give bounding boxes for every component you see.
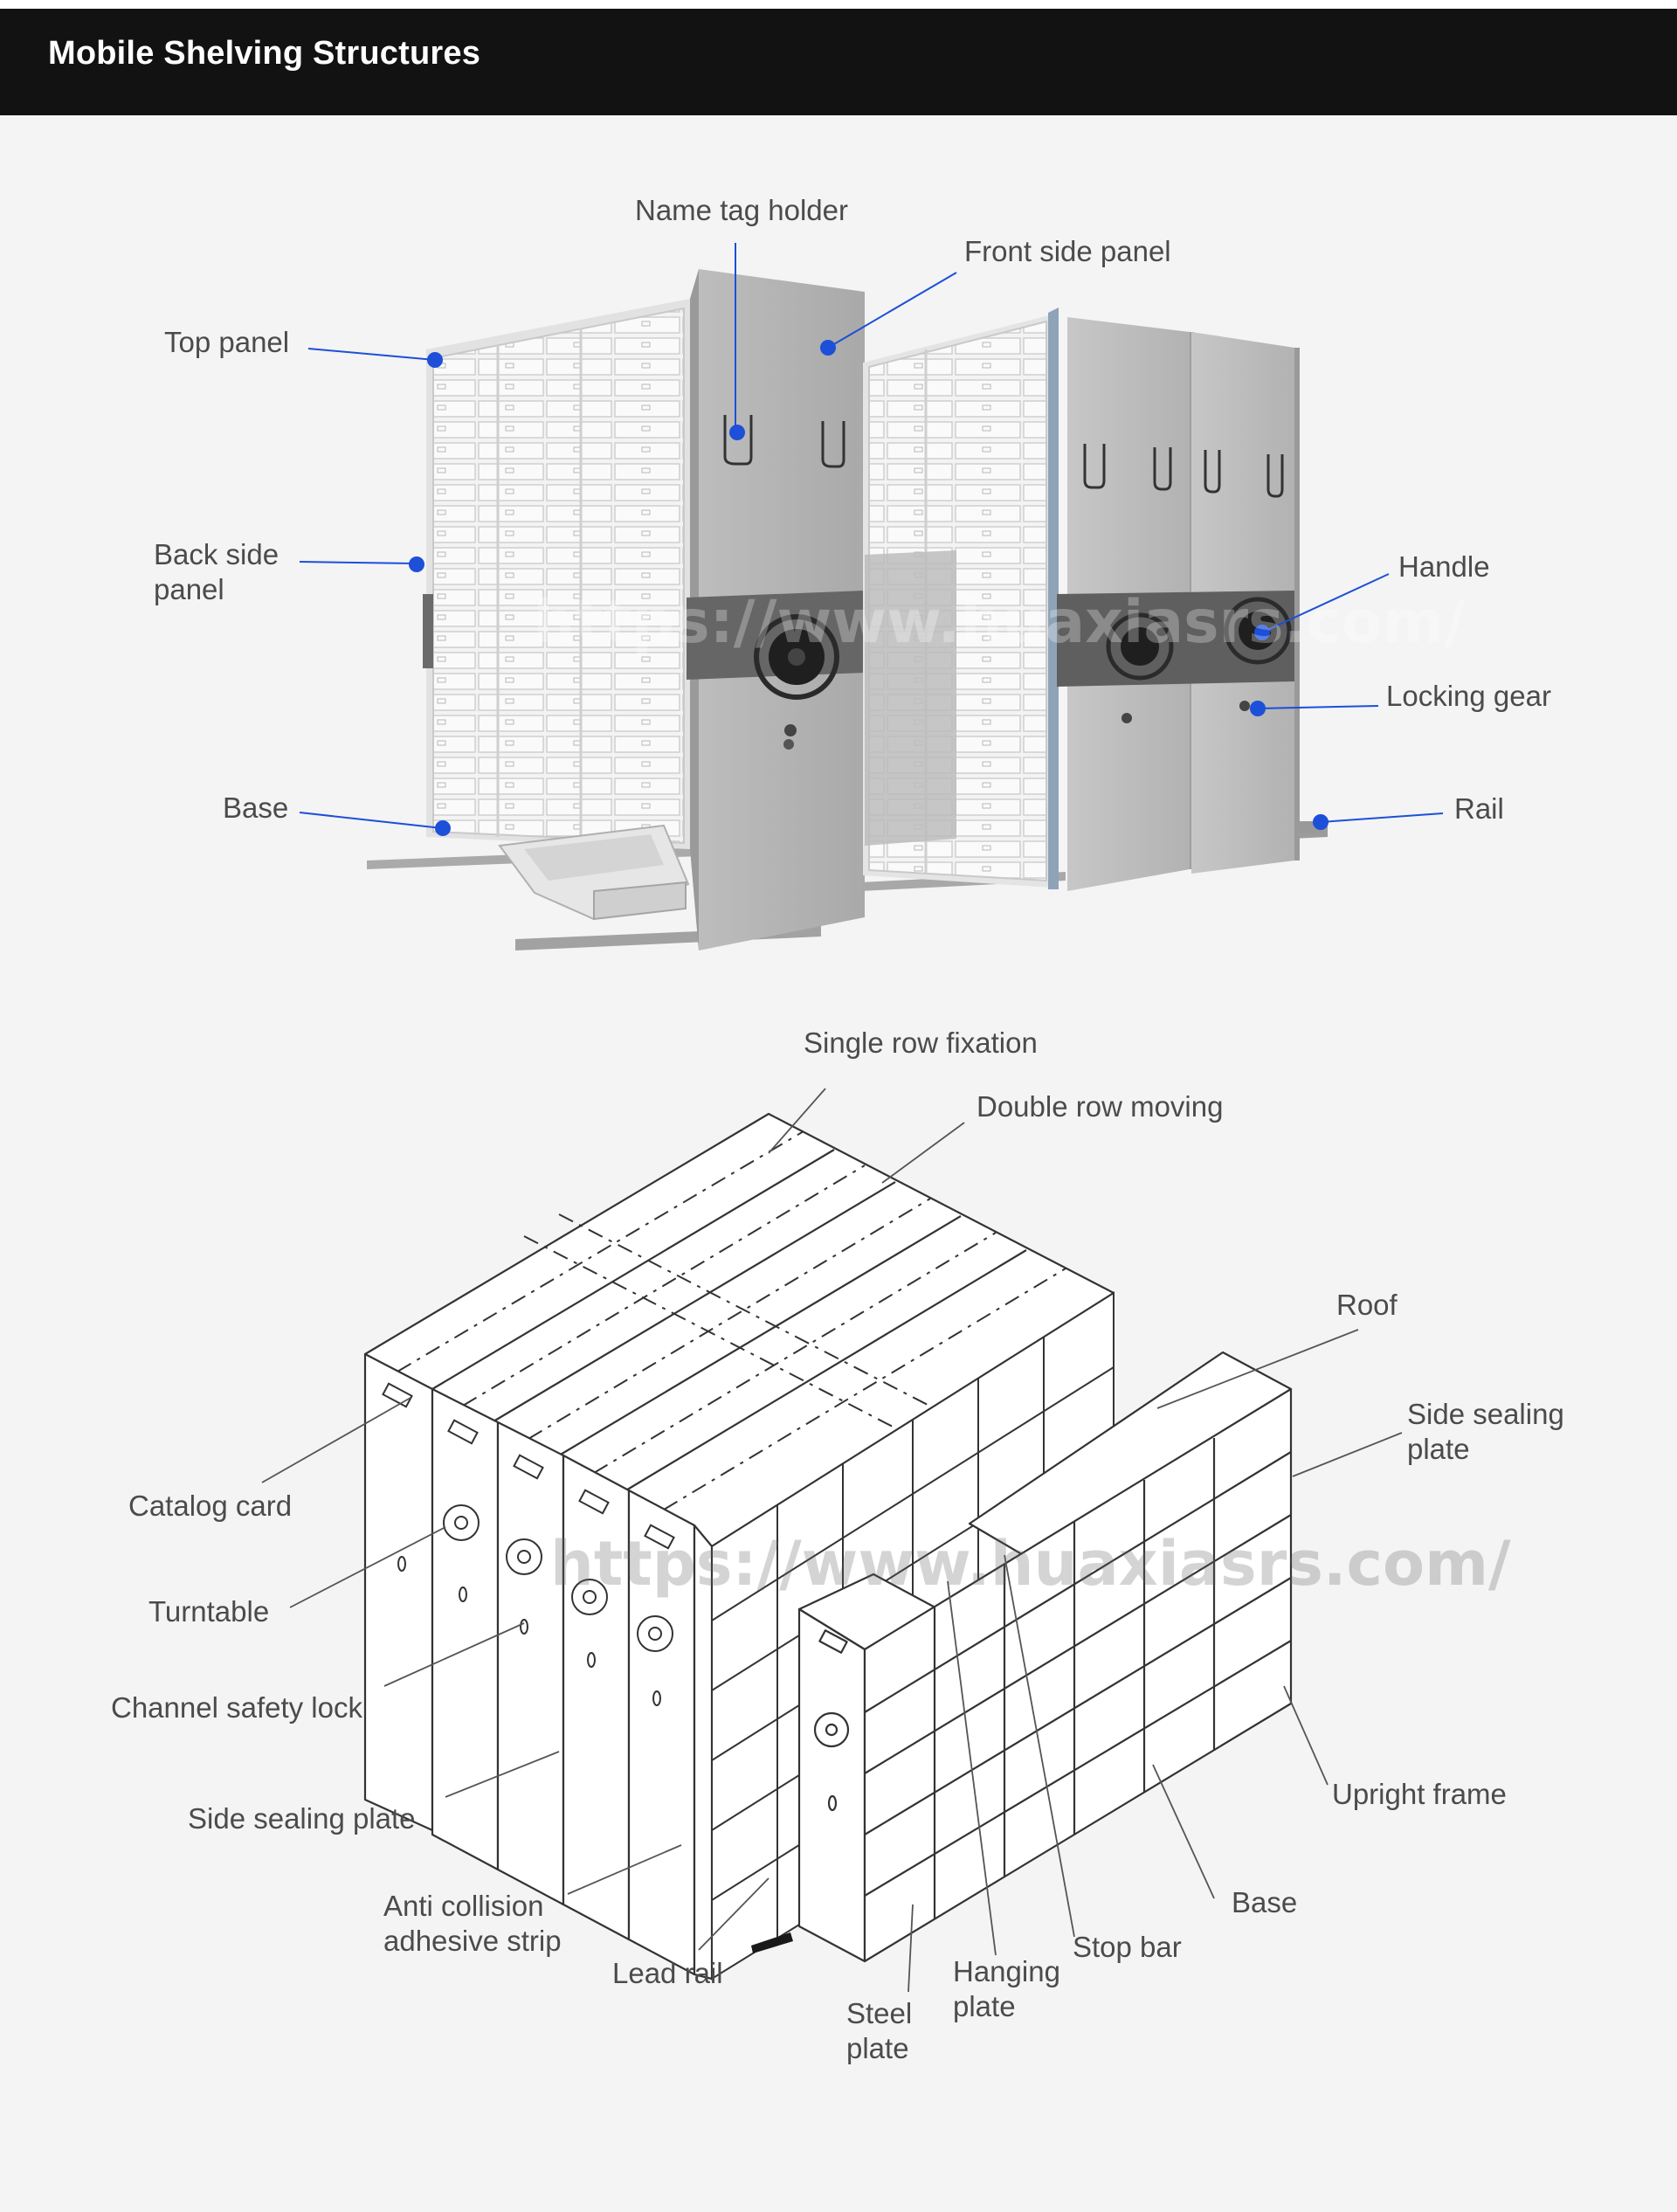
lead-rail-shape [751,1932,793,1953]
label-single-row-fixation: Single row fixation [804,1027,1038,1059]
label-roof: Roof [1336,1289,1398,1321]
label-channel-safety-lock: Channel safety lock [111,1691,362,1724]
label-side-sealing-plate-left: Side sealing plate [188,1802,416,1835]
label-turntable: Turntable [148,1595,270,1628]
label-handle: Handle [1398,550,1490,583]
diagram-scene: https://www.huaxiasrs.com/ Name tag hold… [0,115,1677,2168]
photo-leader-lines [299,243,1444,836]
moving-unit-panels [363,1352,714,1980]
label-back-side-panel-line2: panel [154,573,224,605]
page-header: Mobile Shelving Structures [0,9,1677,115]
label-anti-collision-line2: adhesive strip [383,1925,562,1957]
label-top-panel: Top panel [164,326,290,358]
label-rail: Rail [1454,792,1504,825]
label-lead-rail: Lead rail [612,1957,723,1989]
label-base-line: Base [1232,1886,1298,1918]
label-upright-frame: Upright frame [1332,1778,1507,1810]
right-cabinets [863,308,1324,891]
watermark-1: https://www.huaxiasrs.com/ [533,588,1466,657]
label-back-side-panel-line1: Back side [154,538,280,570]
label-catalog-card: Catalog card [128,1490,293,1522]
label-name-tag-holder: Name tag holder [635,194,848,226]
watermark-2: https://www.huaxiasrs.com/ [550,1528,1511,1600]
label-hanging-plate-line1: Hanging [953,1955,1060,1987]
fixed-unit [797,1351,1293,1963]
label-locking-gear: Locking gear [1386,680,1551,712]
line-shelving-illustration: https://www.huaxiasrs.com/ [261,1088,1511,1993]
label-hanging-plate-line2: plate [953,1990,1016,2022]
line-leader-lines [261,1088,1403,1993]
label-double-row-moving: Double row moving [977,1090,1224,1123]
label-steel-plate-line2: plate [846,2032,909,2064]
roof-dash-lines [397,1130,1084,1510]
label-steel-plate-line1: Steel [846,1997,913,2029]
label-anti-collision-line1: Anti collision [383,1890,544,1922]
photo-cabinet-illustration: https://www.huaxiasrs.com/ [299,243,1466,950]
label-front-side-panel: Front side panel [964,235,1171,267]
panel-fittings [382,1382,675,1706]
label-stop-bar: Stop bar [1073,1931,1182,1963]
label-side-sealing-plate-right-line2: plate [1407,1433,1470,1465]
page-title: Mobile Shelving Structures [48,35,481,72]
label-base-photo: Base [223,791,289,824]
label-side-sealing-plate-right-line1: Side sealing [1407,1398,1564,1430]
top-strip [0,0,1677,9]
